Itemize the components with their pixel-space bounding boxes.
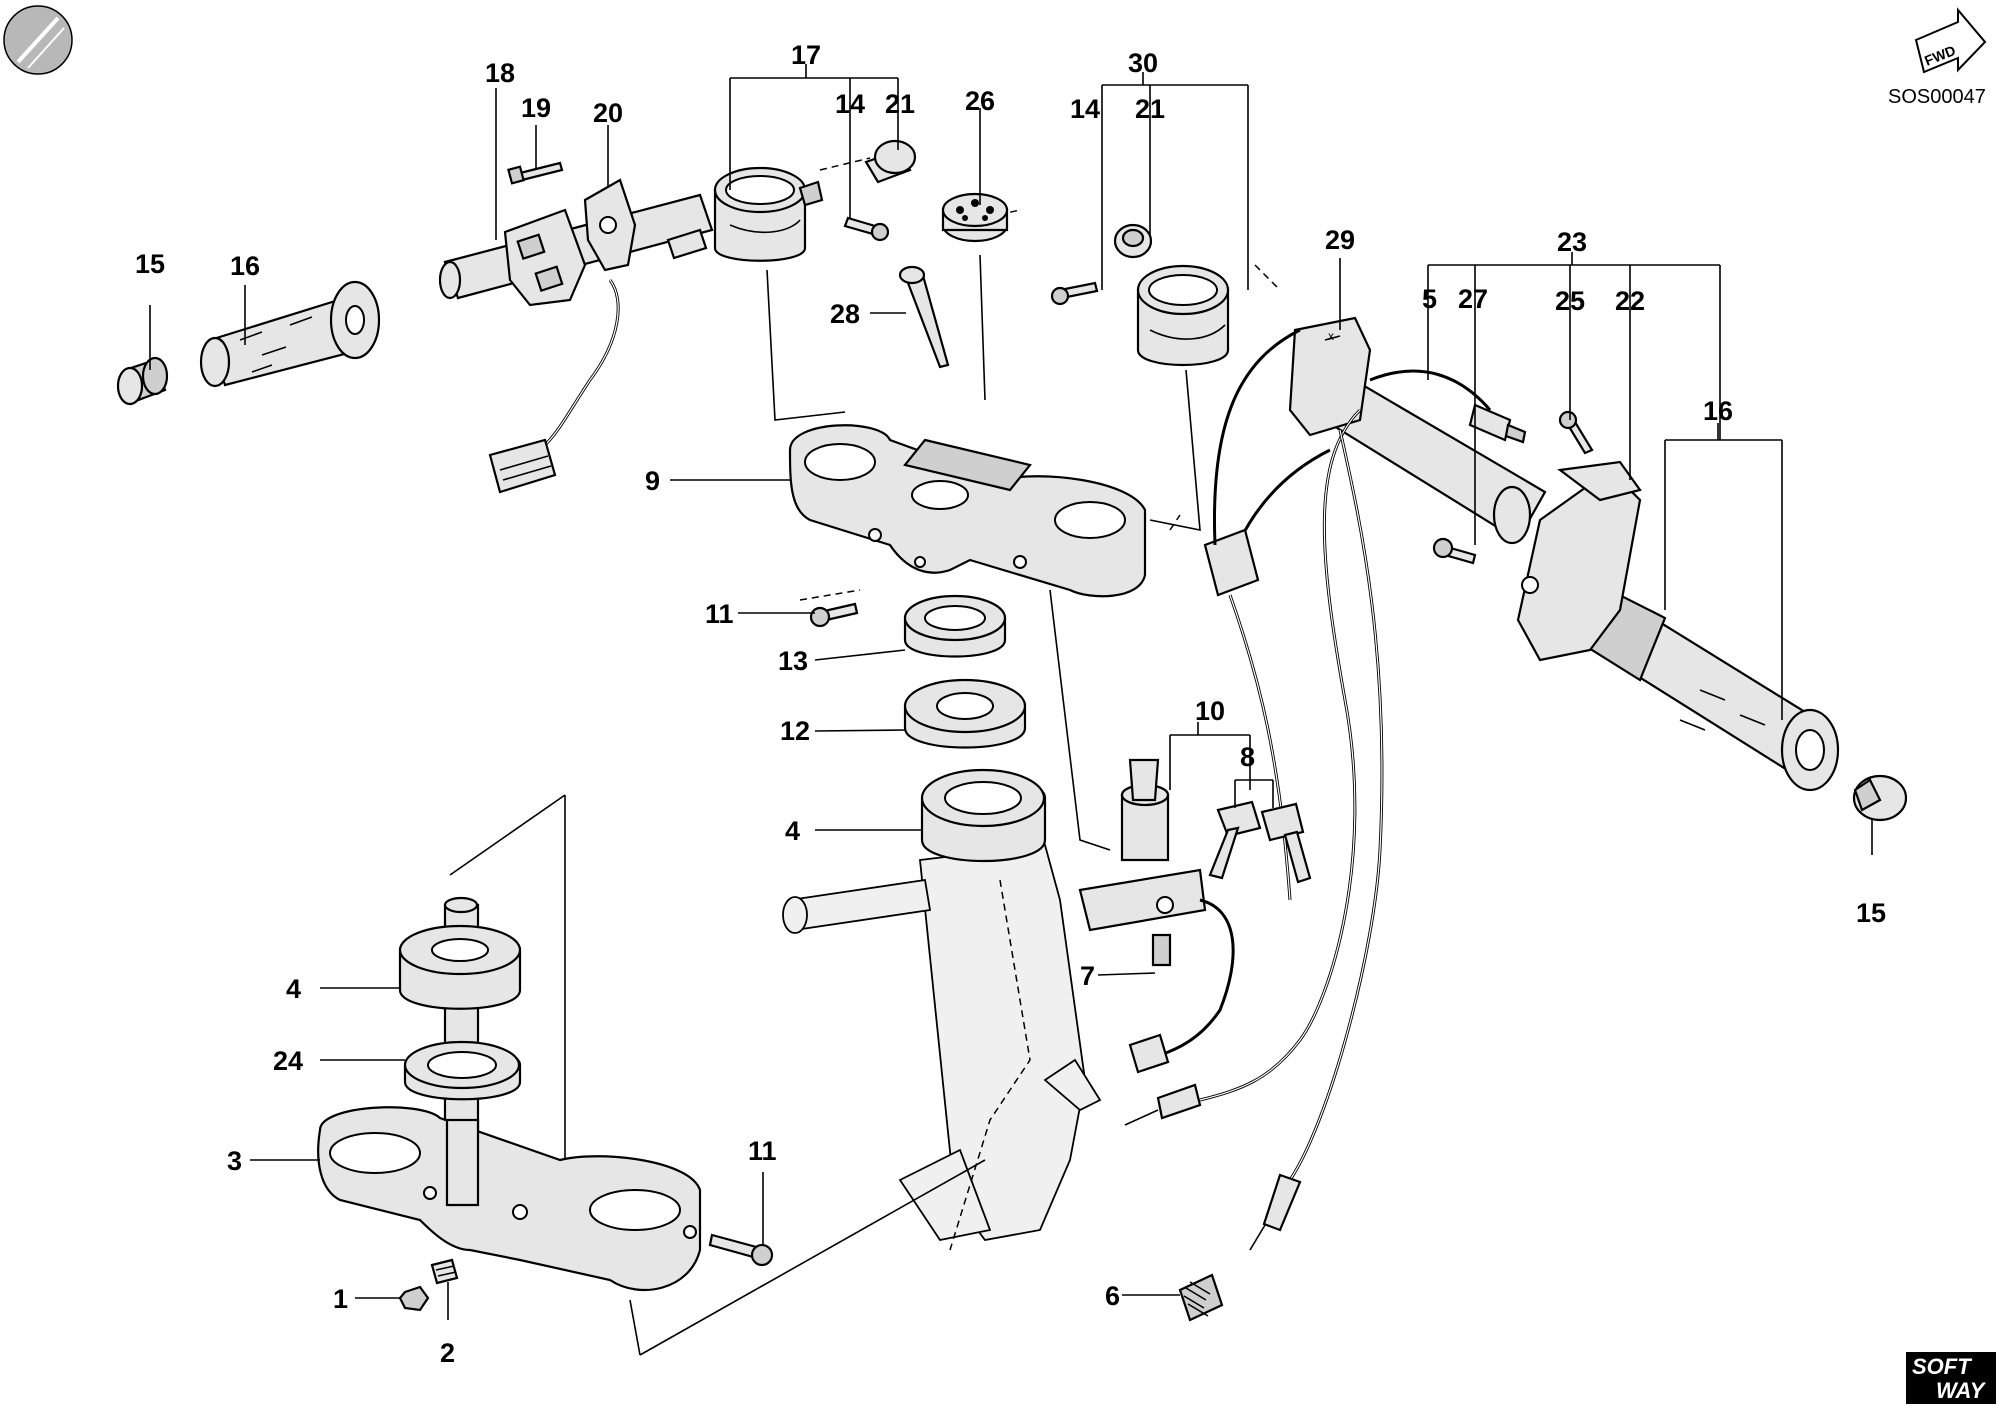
callout-17: 17 xyxy=(791,40,821,70)
callout-11-b: 11 xyxy=(748,1136,777,1166)
callout-15-b: 15 xyxy=(1856,898,1886,928)
callout-23: 23 xyxy=(1557,227,1587,257)
nut-part-1 xyxy=(398,1285,430,1312)
callout-7: 7 xyxy=(1080,961,1095,991)
callout-14-a: 14 xyxy=(835,89,865,119)
callout-19: 19 xyxy=(521,93,551,123)
publisher-corner-disc xyxy=(3,5,73,75)
screw-part-19 xyxy=(507,161,564,185)
callout-11-a: 11 xyxy=(705,599,734,629)
callout-18: 18 xyxy=(485,58,515,88)
callout-15-a: 15 xyxy=(135,249,165,279)
bar-end-cap-part-15-left xyxy=(116,356,169,406)
clamp-bolt-part-14-right xyxy=(1050,281,1099,306)
callout-3: 3 xyxy=(227,1146,242,1176)
screw-part-27 xyxy=(1432,537,1477,565)
callout-12: 12 xyxy=(780,716,810,746)
callout-6: 6 xyxy=(1105,1281,1120,1311)
callout-21-a: 21 xyxy=(885,89,915,119)
keys-part-8 xyxy=(1208,800,1312,884)
steering-nut-part-26 xyxy=(941,192,1009,243)
callout-2: 2 xyxy=(440,1338,455,1368)
logo-line-2: WAY xyxy=(1936,1378,1987,1403)
callout-24: 24 xyxy=(273,1046,303,1076)
callout-30: 30 xyxy=(1128,48,1158,78)
bolt-part-11-upper xyxy=(809,602,859,628)
logo-line-1: SOFT xyxy=(1912,1354,1972,1379)
callout-16-b: 16 xyxy=(1703,396,1733,426)
callout-8: 8 xyxy=(1240,742,1255,772)
clamp-bolt-part-14-left xyxy=(843,216,890,242)
ring-nut-part-13 xyxy=(903,594,1007,658)
assembly-leader-lines xyxy=(449,157,1281,1356)
callout-14-b: 14 xyxy=(1070,94,1100,124)
throttle-housing-part-20 xyxy=(583,178,637,272)
frame-head-tube xyxy=(782,844,1102,1251)
callout-labels: 17 14 21 30 14 21 18 19 20 26 15 16 29 2… xyxy=(135,40,1886,1368)
washer-part-12 xyxy=(903,678,1027,749)
bolt-part-11-lower xyxy=(708,1233,774,1267)
handlebar-clamp-part-17 xyxy=(713,166,824,262)
bar-end-cap-part-15-right xyxy=(1852,774,1908,822)
bolt-part-28 xyxy=(898,265,950,369)
screw-part-2 xyxy=(430,1258,459,1285)
callout-9: 9 xyxy=(645,466,660,496)
throttle-cable-2 xyxy=(1249,429,1384,1251)
callout-5: 5 xyxy=(1422,284,1437,314)
callout-27: 27 xyxy=(1458,284,1488,314)
plug-part-21-left xyxy=(864,139,917,184)
left-switch-wire xyxy=(488,279,620,494)
throttle-cable-part-5 xyxy=(1124,369,1527,1126)
callout-28: 28 xyxy=(830,299,860,329)
svg-text:x: x xyxy=(1328,329,1334,343)
callout-21-b: 21 xyxy=(1135,94,1165,124)
callout-29: 29 xyxy=(1325,225,1355,255)
forward-direction-arrow-icon: FWD xyxy=(1914,7,1987,74)
callout-20: 20 xyxy=(593,98,623,128)
softway-logo: SOFT WAY xyxy=(1906,1352,1996,1404)
handlebar-clamp-part-30 xyxy=(1136,264,1230,367)
clamp-block-part-29: x xyxy=(1288,316,1372,437)
plug-part-21-right xyxy=(1113,223,1153,259)
left-switch-housing-part-18 xyxy=(503,208,587,307)
callout-16-a: 16 xyxy=(230,251,260,281)
upper-triple-clamp-part-9 xyxy=(788,424,1147,598)
callout-13: 13 xyxy=(778,646,808,676)
left-grip-part-16 xyxy=(199,280,381,388)
callout-4-b: 4 xyxy=(286,974,301,1004)
right-switch-wire xyxy=(1203,328,1331,901)
callout-leader-lines xyxy=(149,64,1873,1320)
callout-25: 25 xyxy=(1555,286,1585,316)
throttle-housing-part-22 xyxy=(1516,460,1642,662)
callout-10: 10 xyxy=(1195,696,1225,726)
bearing-part-4-upper xyxy=(920,768,1047,863)
spring-part-6 xyxy=(1178,1273,1224,1322)
screw-part-25 xyxy=(1558,410,1594,455)
lower-triple-clamp-part-3 xyxy=(317,1106,702,1292)
adjuster-bolt-left xyxy=(666,228,708,260)
callout-22: 22 xyxy=(1615,286,1645,316)
drawing-code: SOS00047 xyxy=(1888,86,1986,108)
ignition-switch-part-10 xyxy=(1078,758,1235,1074)
dust-seal-part-24 xyxy=(403,1040,522,1101)
callout-26: 26 xyxy=(965,86,995,116)
callout-1: 1 xyxy=(333,1284,348,1314)
callout-4-a: 4 xyxy=(785,816,800,846)
